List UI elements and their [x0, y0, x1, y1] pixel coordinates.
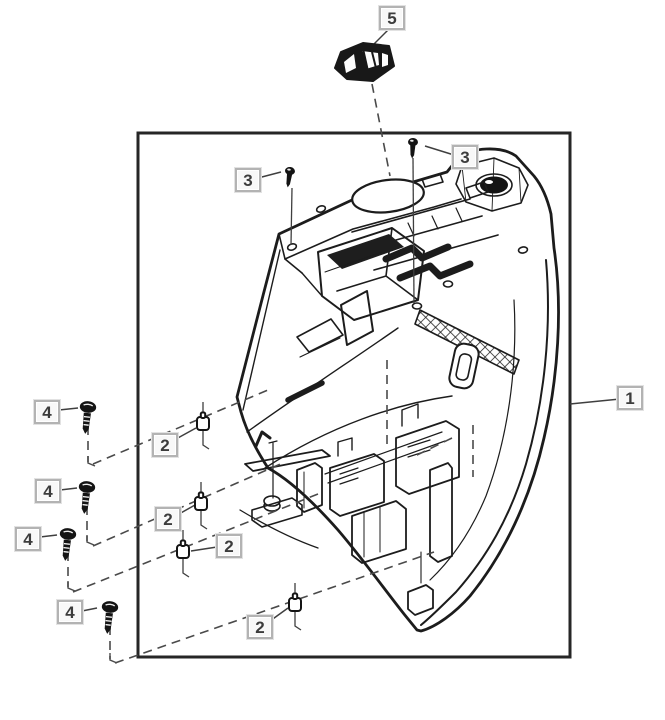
- leader-elbows: [67, 456, 118, 664]
- screw-part4-3: [56, 526, 78, 563]
- latch-bracket-part5: [333, 41, 396, 83]
- screw-part4-1: [76, 399, 98, 436]
- rear-body-panel-part1: [235, 147, 560, 633]
- callout-leader-lines: [39, 28, 621, 622]
- screw-part4-4: [98, 599, 120, 636]
- dashed-leader-lines: [67, 83, 474, 664]
- screw-part4-2: [75, 479, 97, 516]
